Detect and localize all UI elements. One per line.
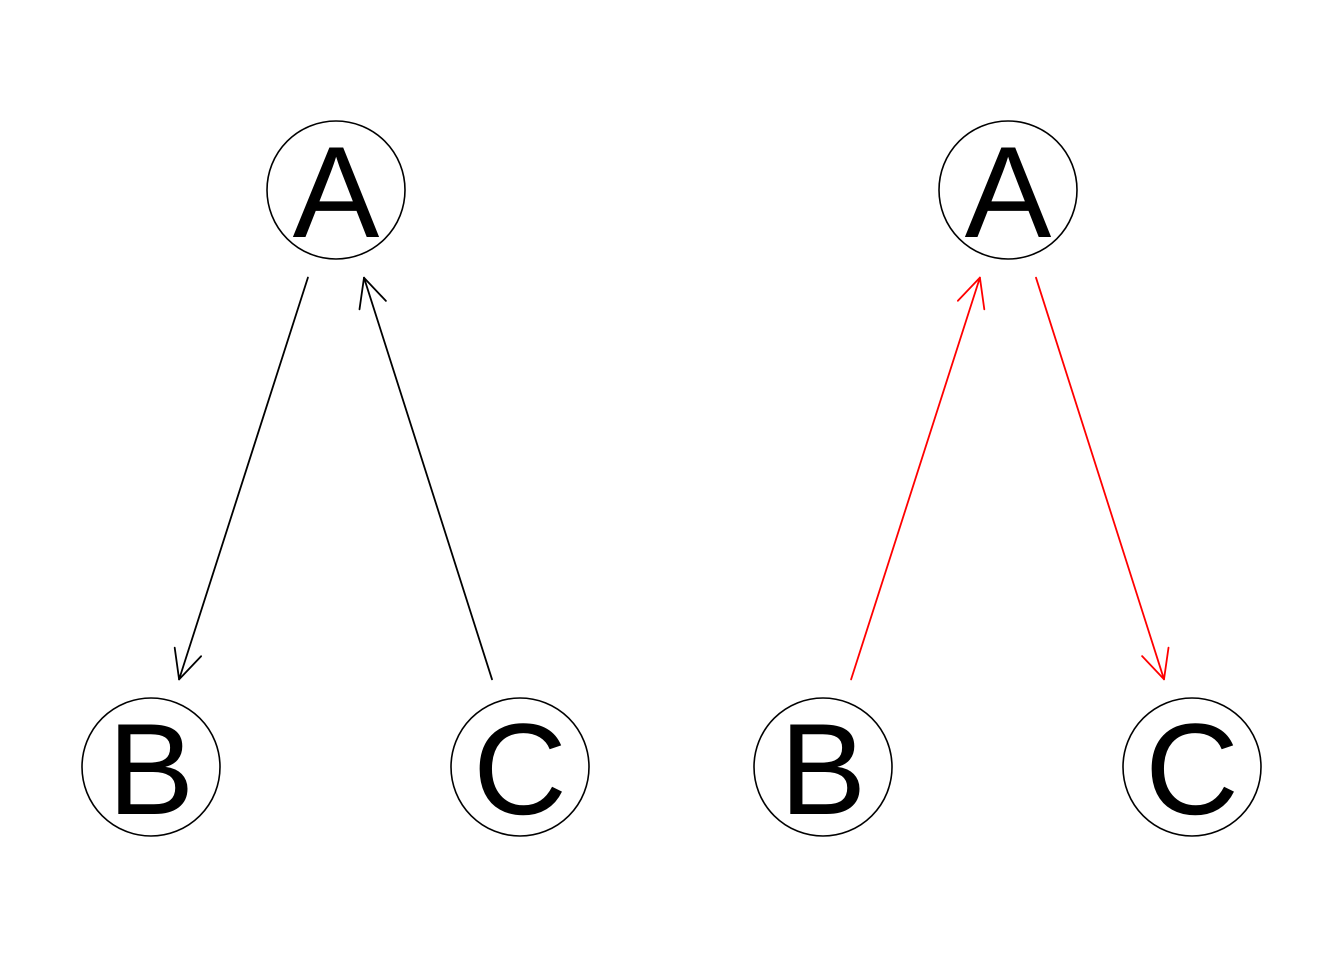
edge-right-a-to-c-arrowhead xyxy=(1141,646,1170,681)
node-right-c-label: C xyxy=(1145,696,1239,842)
node-right-a: A xyxy=(938,119,1078,265)
node-left-a: A xyxy=(266,119,406,265)
node-left-a-label: A xyxy=(293,119,380,265)
graph-left: A B C xyxy=(81,119,590,842)
node-left-b-label: B xyxy=(108,696,195,842)
node-left-b-circle xyxy=(81,697,221,837)
node-left-a-circle xyxy=(266,120,406,260)
edges-left xyxy=(173,276,493,681)
node-right-b: B xyxy=(753,696,893,842)
edge-left-a-to-b-line xyxy=(178,276,309,681)
node-right-a-label: A xyxy=(965,119,1052,265)
node-left-c-circle xyxy=(450,697,590,837)
node-left-c-label: C xyxy=(473,696,567,842)
edge-left-c-to-a xyxy=(358,276,493,681)
edge-right-a-to-c xyxy=(1035,276,1170,681)
edge-right-a-to-c-line xyxy=(1035,276,1165,681)
edge-left-a-to-b-arrowhead xyxy=(173,646,203,681)
node-right-c: C xyxy=(1122,696,1262,842)
node-right-b-circle xyxy=(753,697,893,837)
edge-left-a-to-b xyxy=(173,276,309,681)
node-right-c-circle xyxy=(1122,697,1262,837)
graph-right: A B C xyxy=(753,119,1262,842)
node-left-c: C xyxy=(450,696,590,842)
node-left-b: B xyxy=(81,696,221,842)
edge-right-b-to-a-line xyxy=(850,276,981,681)
edge-right-b-to-a-arrowhead xyxy=(957,276,986,311)
edges-right xyxy=(850,276,1170,681)
edge-left-c-to-a-arrowhead xyxy=(358,276,387,311)
edge-left-c-to-a-line xyxy=(363,276,493,681)
node-right-a-circle xyxy=(938,120,1078,260)
node-right-b-label: B xyxy=(780,696,867,842)
edge-right-b-to-a xyxy=(850,276,986,681)
